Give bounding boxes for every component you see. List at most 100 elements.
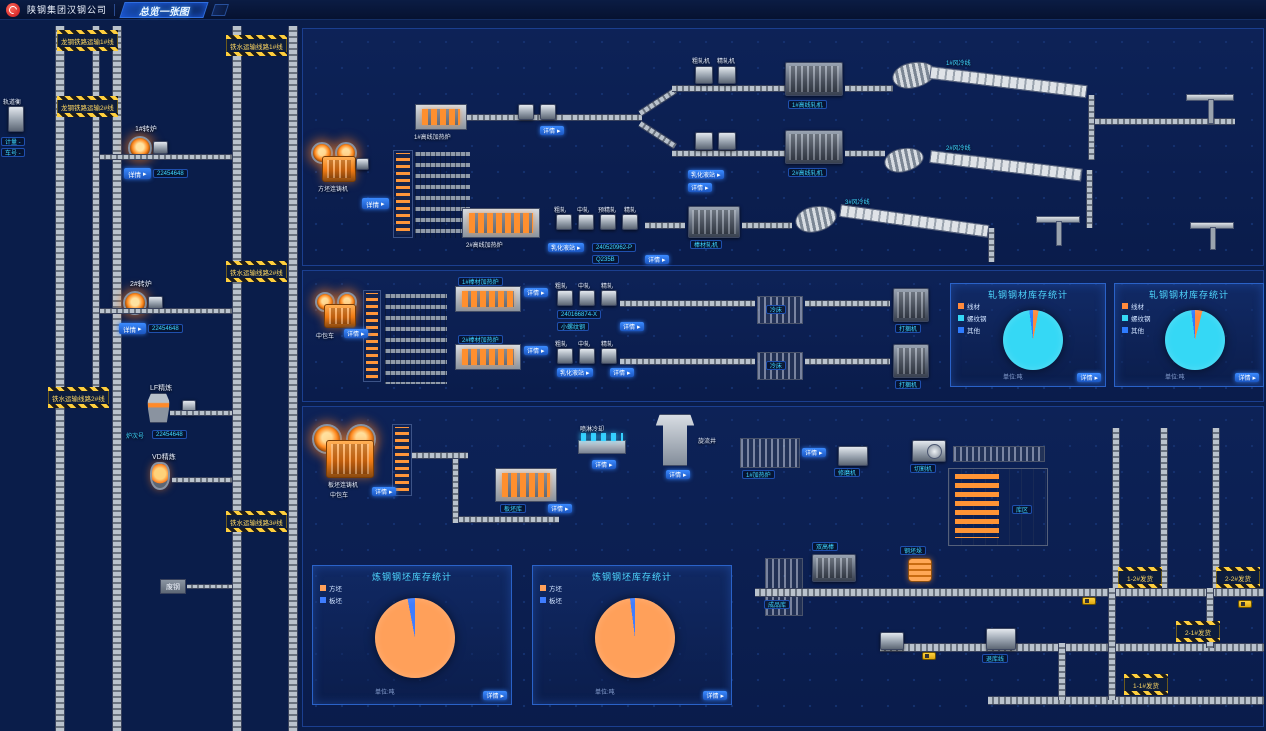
spray-cooling-icon[interactable] — [578, 440, 626, 454]
detail-button[interactable]: 详情 — [592, 460, 616, 469]
detail-button[interactable]: 详情 — [124, 168, 151, 179]
lf-label: LF精炼 — [150, 385, 173, 392]
tundish-car-label: 中包车 — [330, 493, 349, 499]
detail-button[interactable]: 详情 — [645, 255, 669, 264]
vd-furnace-icon[interactable] — [150, 462, 170, 490]
caster2-machine-icon[interactable] — [324, 304, 356, 328]
finish-mill-icon[interactable] — [718, 132, 736, 150]
furnace-name-tag: 1#棒材加热炉 — [458, 277, 503, 286]
emulsion-station-tag[interactable]: 乳化液站 — [688, 170, 724, 179]
slab-store[interactable] — [495, 468, 557, 502]
top-bar: 陕钢集团汉钢公司 总览一张图 — [0, 0, 1266, 20]
tab-overview[interactable]: 总览一张图 — [119, 1, 209, 18]
descaler-machine[interactable] — [518, 104, 534, 120]
scrap-box[interactable]: 废钢 — [160, 579, 186, 594]
legend-item: 方坯 — [540, 583, 562, 593]
steel-grade-tag: 小螺纹钢 — [557, 322, 590, 331]
grinder-machine[interactable] — [838, 446, 868, 466]
legend-swatch — [320, 585, 326, 591]
billet-inventory-panel-2: 炼钢钢坯库存统计 方坯板坯 单位:吨 详情 — [532, 565, 732, 705]
return-line-machine[interactable] — [986, 628, 1016, 650]
coil-tag: 钢坯垛 — [900, 546, 927, 555]
machine-label: 中轧 — [578, 284, 591, 290]
mill-stand-icon[interactable] — [622, 214, 638, 230]
legend-item: 方坯 — [320, 583, 342, 593]
mill-stand-icon[interactable] — [601, 348, 617, 364]
mill-stand-icon[interactable] — [557, 348, 573, 364]
caster3-machine-icon[interactable] — [326, 440, 374, 478]
wire-mill-block[interactable] — [785, 130, 843, 164]
descaler-machine[interactable] — [540, 104, 556, 120]
detail-button[interactable]: 详情 — [703, 691, 727, 700]
emulsion-station-tag[interactable]: 乳化液站 — [557, 368, 593, 377]
detail-button[interactable]: 详情 — [610, 368, 634, 377]
detail-button[interactable]: 详情 — [344, 329, 368, 338]
detail-button[interactable]: 详情 — [1235, 373, 1259, 382]
mill-stand-icon[interactable] — [579, 290, 595, 306]
rough-mill-icon[interactable] — [695, 132, 713, 150]
shipping-belt — [1108, 588, 1116, 700]
mill-stand-icon[interactable] — [601, 290, 617, 306]
double-line-machine[interactable] — [812, 554, 856, 582]
slab-rack — [392, 424, 412, 496]
slab-store-tag: 板坯库 — [500, 504, 527, 513]
bar-heating-furnace-2[interactable] — [455, 344, 521, 370]
mill-stand-icon[interactable] — [579, 348, 595, 364]
detail-button[interactable]: 详情 — [802, 448, 826, 457]
detail-button[interactable]: 详情 — [1077, 373, 1101, 382]
legend-swatch — [1122, 327, 1128, 333]
detail-button[interactable]: 详情 — [372, 487, 396, 496]
detail-button[interactable]: 详情 — [119, 323, 146, 334]
legend-item: 其他 — [1122, 325, 1151, 335]
legend-swatch — [1122, 303, 1128, 309]
baler-machine[interactable] — [893, 344, 929, 378]
bar-heating-furnace-1[interactable] — [455, 286, 521, 312]
slab-heating-furnace[interactable] — [740, 438, 800, 468]
finish-mill-icon[interactable] — [718, 66, 736, 84]
converter1-aux-icon — [153, 141, 168, 154]
bar-mill-block[interactable] — [688, 206, 740, 238]
detail-button[interactable]: 详情 — [483, 691, 507, 700]
rail-scale-icon[interactable] — [8, 106, 24, 132]
detail-button[interactable]: 详情 — [362, 198, 389, 209]
mill-stand-icon[interactable] — [556, 214, 572, 230]
legend-swatch — [958, 303, 964, 309]
mill-stand-icon[interactable] — [600, 214, 616, 230]
conveyor — [845, 85, 893, 92]
yard-rail — [1112, 428, 1120, 590]
lf-rail — [170, 410, 232, 416]
caster1-machine-icon[interactable] — [322, 156, 356, 182]
saw-machine[interactable] — [912, 440, 946, 462]
detail-button[interactable]: 详情 — [688, 183, 712, 192]
conveyor — [988, 228, 995, 262]
detail-button[interactable]: 详情 — [524, 346, 548, 355]
baler-machine[interactable] — [893, 288, 929, 322]
machine-label: 中轧 — [577, 208, 590, 214]
detail-button[interactable]: 详情 — [540, 126, 564, 135]
detail-button[interactable]: 详情 — [548, 504, 572, 513]
detail-button[interactable]: 详情 — [620, 322, 644, 331]
heat-number-tag: 240520962-P — [592, 243, 637, 252]
emulsion-station-tag[interactable]: 乳化液站 — [548, 243, 584, 252]
rail-line-1 — [55, 26, 65, 731]
wire-mill-block[interactable] — [785, 62, 843, 96]
heating-furnace-2[interactable] — [462, 208, 540, 238]
furnace-name-tag: 2#棒材加热炉 — [458, 335, 503, 344]
chart-legend: 方坯板坯 — [540, 583, 562, 605]
pie-chart — [375, 598, 455, 678]
mill-stand-icon[interactable] — [557, 290, 573, 306]
converter2-label: 2#转炉 — [130, 281, 152, 288]
conveyor — [1095, 118, 1235, 125]
legend-swatch — [958, 327, 964, 333]
mill-stand-icon[interactable] — [578, 214, 594, 230]
conveyor — [467, 114, 567, 121]
detail-button[interactable]: 详情 — [666, 470, 690, 479]
rough-mill-icon[interactable] — [695, 66, 713, 84]
detail-button[interactable]: 详情 — [524, 288, 548, 297]
belt-machine[interactable] — [880, 632, 904, 650]
lf-furnace-icon[interactable] — [147, 393, 170, 423]
conveyor — [845, 150, 885, 157]
heat-number-tag: 22454648 — [153, 169, 188, 178]
heating-furnace-1[interactable] — [415, 104, 467, 130]
baler-tag: 打捆机 — [895, 324, 922, 333]
